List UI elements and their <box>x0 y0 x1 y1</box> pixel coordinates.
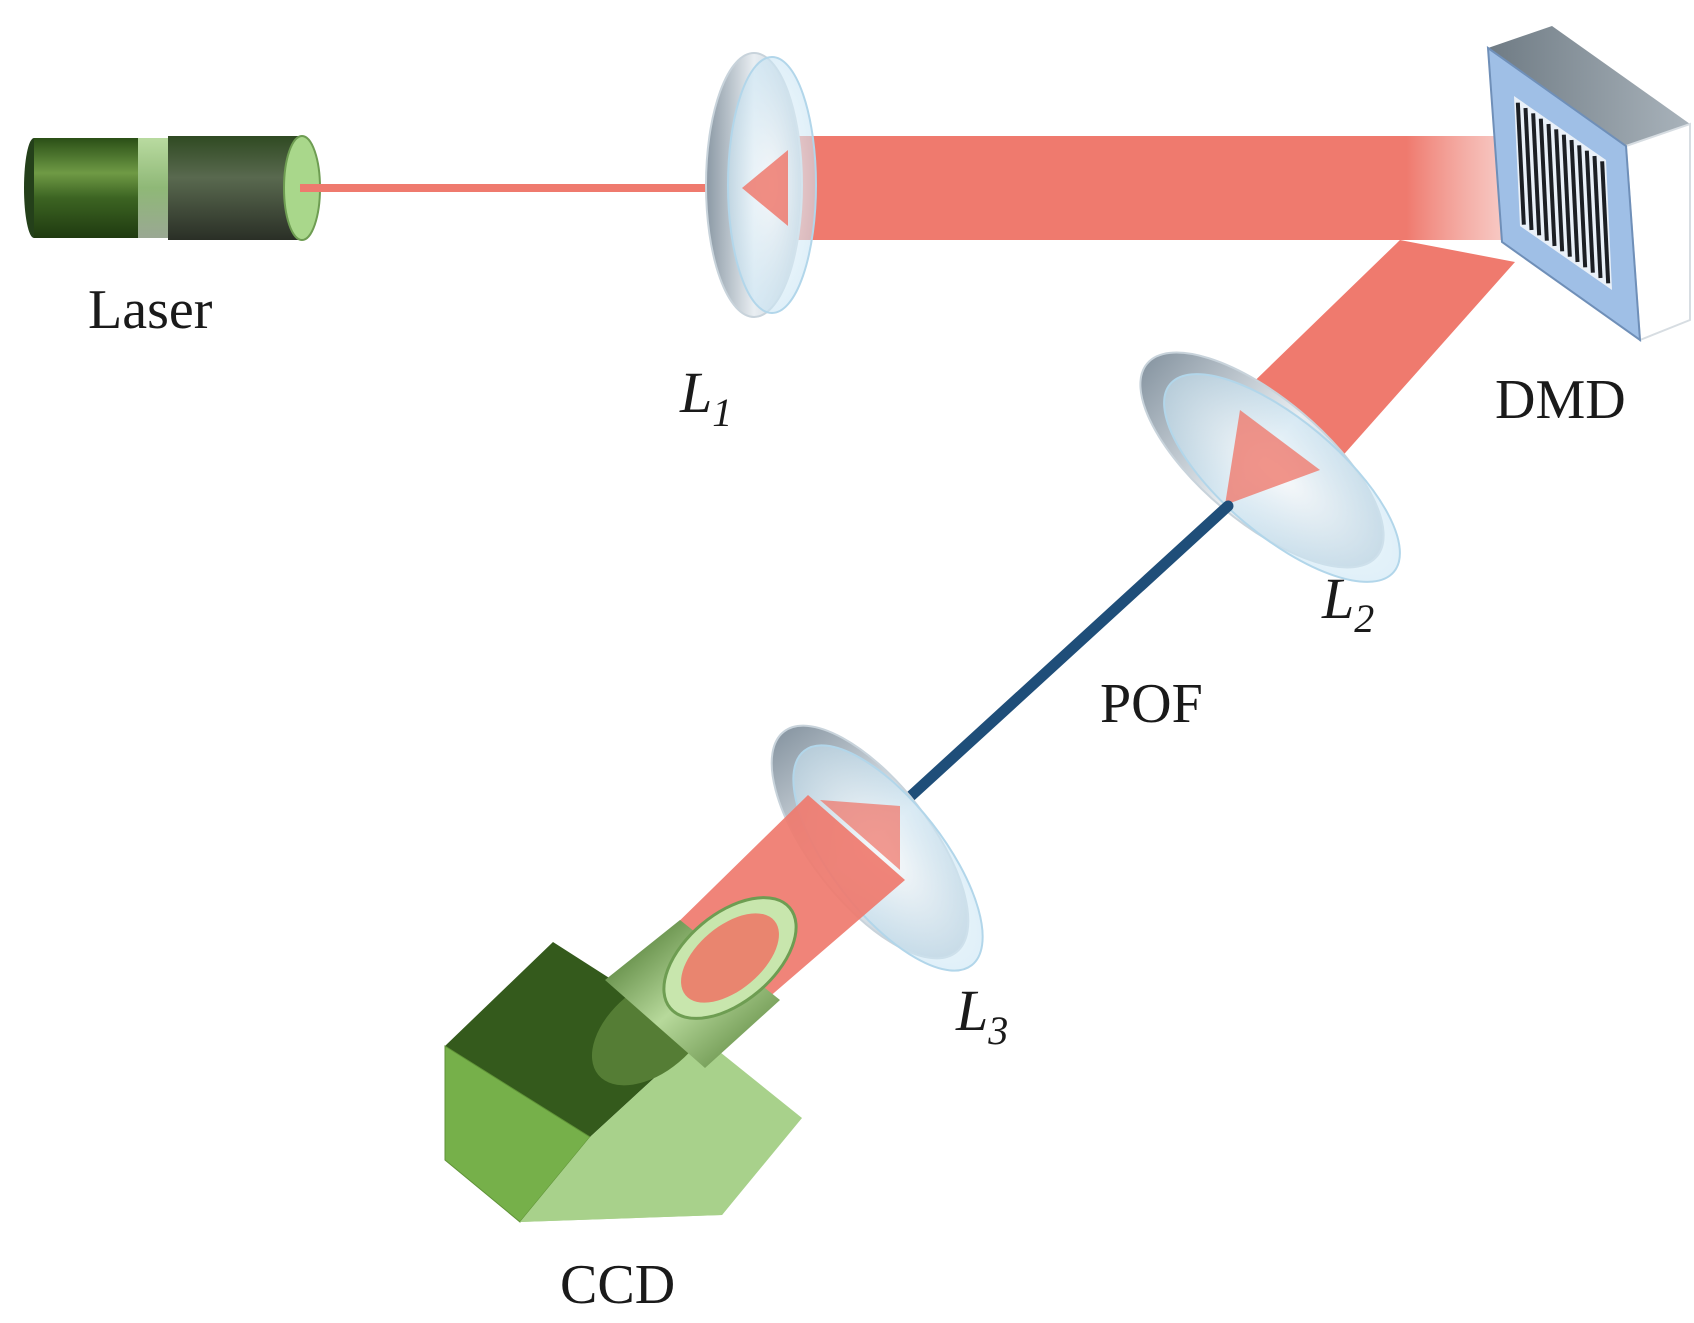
dmd-mirror-stripe <box>1584 150 1595 273</box>
dmd-mirror-stripe <box>1592 155 1603 279</box>
label-l3-main: L <box>955 978 988 1043</box>
ccd-top-face <box>445 942 700 1137</box>
label-l1-sub: 1 <box>712 390 732 435</box>
label-pof: POF <box>1100 673 1203 735</box>
dmd-mirror-stripe <box>1531 113 1542 236</box>
dmd-mirror-stripe <box>1523 107 1534 231</box>
ccd-camera <box>444 896 802 1223</box>
expanded-beam-to-dmd <box>788 136 1542 240</box>
lens-l1 <box>705 52 817 318</box>
dmd-mirror-stripes <box>1515 102 1611 284</box>
dmd-mirror-stripe <box>1538 118 1549 241</box>
lens-l2-cone <box>1225 410 1320 505</box>
laser-band <box>138 138 170 238</box>
label-l1: L1 <box>679 360 732 435</box>
lens-l3 <box>770 724 984 972</box>
label-l1-main: L <box>679 360 712 425</box>
lens-l1-cone <box>742 150 788 226</box>
dmd-mirror-stripe <box>1577 145 1588 268</box>
dmd-mirror-stripe <box>1561 134 1572 257</box>
label-laser: Laser <box>88 279 213 341</box>
ccd-front-block <box>520 1118 800 1222</box>
dmd-mirror-stripe <box>1554 129 1565 252</box>
laser-body-rear <box>34 138 142 238</box>
label-l2-sub: 2 <box>1354 596 1374 641</box>
dmd-mirror-stripe <box>1569 139 1580 263</box>
label-l3: L3 <box>955 978 1008 1053</box>
lens-l3-cone <box>820 800 900 870</box>
label-ccd: CCD <box>560 1254 675 1316</box>
plastic-optical-fiber <box>894 500 1234 812</box>
dmd-mirror-stripe <box>1600 161 1611 284</box>
reflected-beam-to-l2 <box>1235 240 1515 470</box>
laser-device <box>24 135 321 241</box>
label-dmd: DMD <box>1495 369 1626 431</box>
label-l2: L2 <box>1321 566 1374 641</box>
dmd-top-face <box>1488 26 1690 146</box>
dmd-mirror-stripe <box>1515 102 1526 225</box>
dmd-device <box>1486 26 1691 343</box>
label-l3-sub: 3 <box>987 1008 1008 1053</box>
laser-thin-beam <box>300 184 738 192</box>
dmd-mirror-array <box>1514 96 1612 290</box>
dmd-mirror-stripe <box>1546 123 1557 247</box>
laser-body-front <box>168 136 300 240</box>
ccd-lens-glass <box>681 913 779 1003</box>
label-l2-main: L <box>1321 566 1354 631</box>
